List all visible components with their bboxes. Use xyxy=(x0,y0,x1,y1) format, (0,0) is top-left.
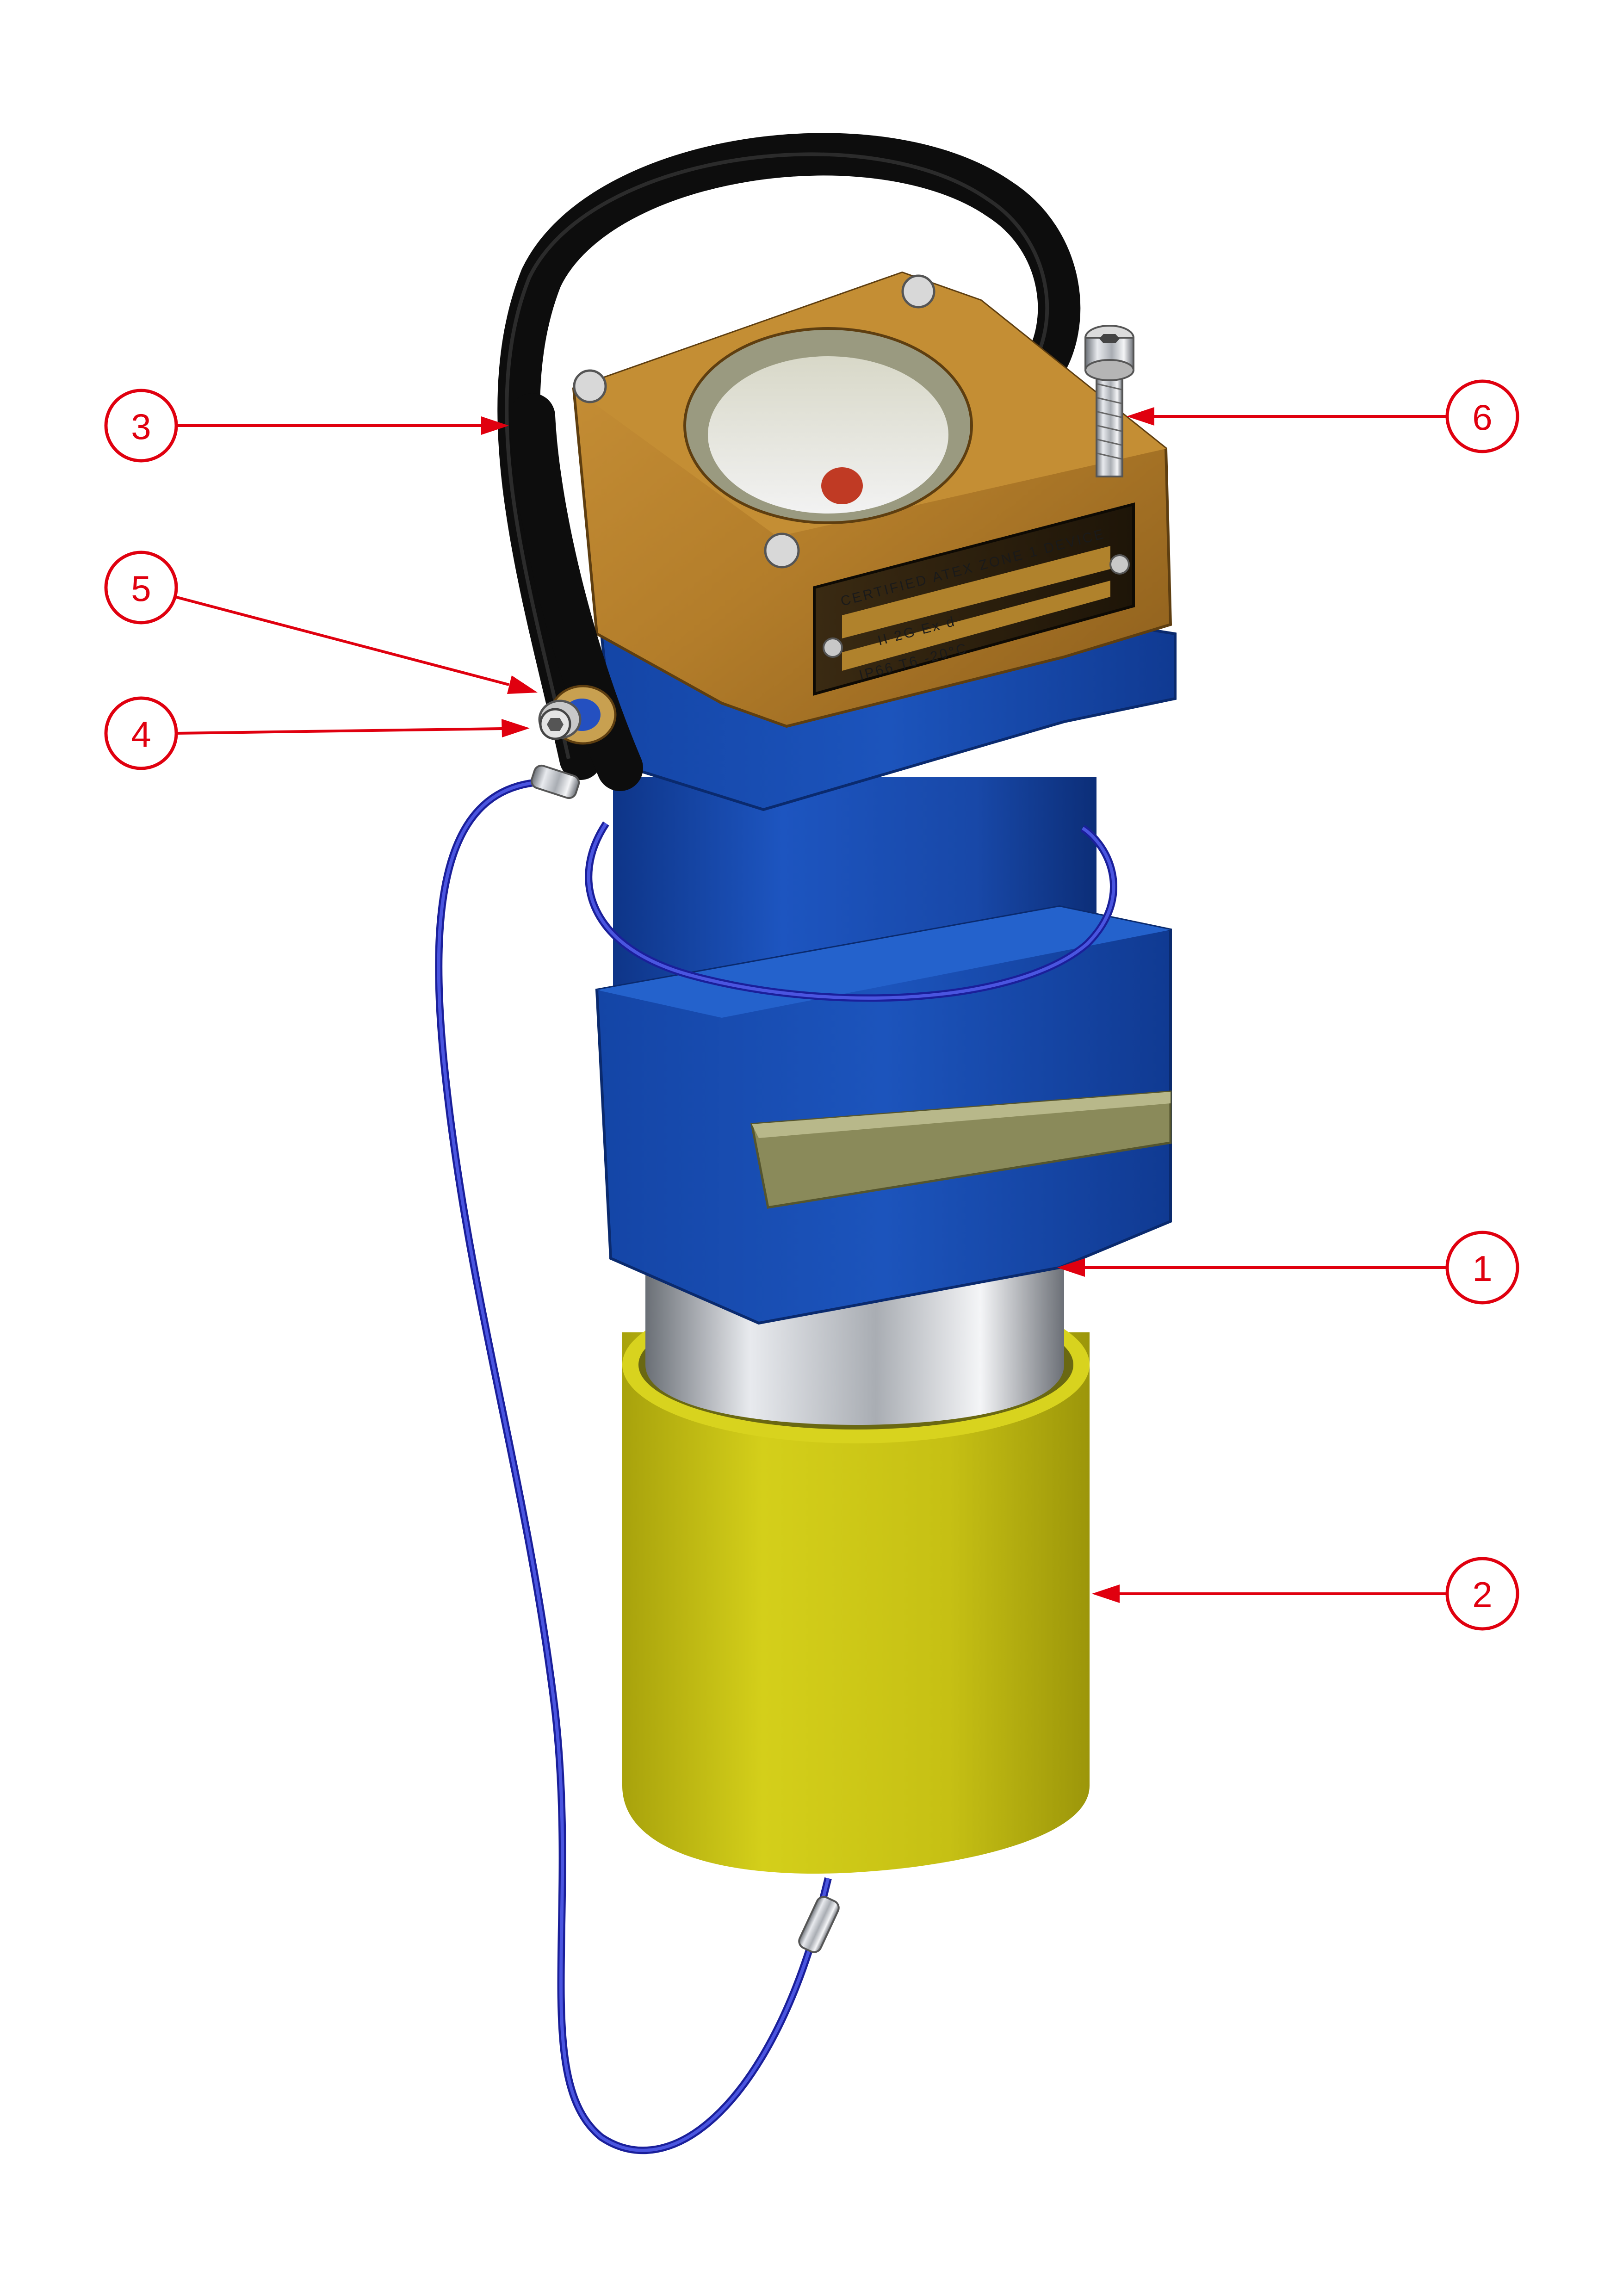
callout-label-1: 1 xyxy=(1472,1248,1492,1289)
callout-label-2: 2 xyxy=(1472,1574,1492,1615)
callout-5: 5 xyxy=(104,551,538,694)
callout-2: 2 xyxy=(1092,1557,1519,1631)
nameplate: CERTIFIED ATEX ZONE 1 DEVICE II 2G Ex d … xyxy=(813,502,1135,696)
callout-6: 6 xyxy=(1127,379,1519,453)
housing xyxy=(595,613,1177,1325)
callout-3: 3 xyxy=(104,389,509,463)
callout-label-5: 5 xyxy=(131,568,151,609)
strap-screw-assembly xyxy=(538,685,617,745)
callout-1: 1 xyxy=(1057,1231,1519,1305)
cable-ferrule-top xyxy=(530,764,580,799)
callout-label-3: 3 xyxy=(131,406,151,447)
lanyard-cable xyxy=(435,778,832,2154)
callout-4: 4 xyxy=(104,696,530,770)
head-screw xyxy=(1084,325,1134,477)
callout-label-4: 4 xyxy=(131,714,151,755)
cable-loop xyxy=(585,821,1117,1002)
callout-label-6: 6 xyxy=(1472,397,1492,438)
cable-ferrule-bottom xyxy=(798,1896,840,1953)
bronze-head xyxy=(572,271,1172,728)
